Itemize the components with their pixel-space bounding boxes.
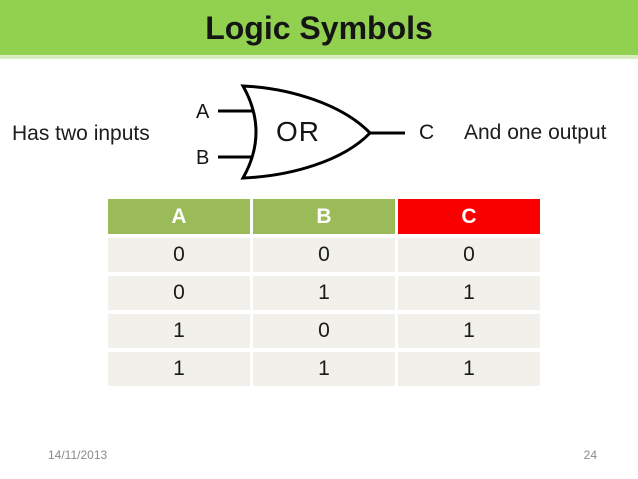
table-cell: 1	[398, 352, 540, 386]
table-cell: 0	[398, 238, 540, 272]
table-row: 0 1 1	[108, 276, 540, 310]
table-cell: 1	[108, 352, 250, 386]
caption-inputs: Has two inputs	[12, 122, 150, 145]
truth-table-header-row: A B C	[108, 199, 540, 234]
caption-output: And one output	[464, 121, 607, 144]
column-header-a: A	[108, 199, 250, 234]
truth-table: A B C 0 0 0 0 1 1 1 0 1 1 1	[105, 195, 543, 390]
column-header-c: C	[398, 199, 540, 234]
title-bar: Logic Symbols	[0, 0, 638, 55]
or-gate-body	[240, 84, 373, 180]
table-cell: 0	[253, 238, 395, 272]
table-cell: 0	[108, 238, 250, 272]
column-header-b: B	[253, 199, 395, 234]
footer-date: 14/11/2013	[48, 448, 108, 462]
or-gate-symbol	[218, 84, 405, 180]
page-title: Logic Symbols	[205, 10, 433, 46]
gate-type-label: OR	[276, 116, 320, 147]
footer-page-number: 24	[583, 448, 597, 462]
title-bar-accent-strip	[0, 55, 638, 59]
table-cell: 1	[253, 352, 395, 386]
table-row: 1 0 1	[108, 314, 540, 348]
table-cell: 1	[253, 276, 395, 310]
gate-input-label-b: B	[196, 147, 210, 169]
gate-output-label: C	[419, 121, 435, 144]
gate-input-label-a: A	[196, 101, 210, 123]
table-cell: 1	[398, 314, 540, 348]
table-cell: 1	[108, 314, 250, 348]
table-cell: 1	[398, 276, 540, 310]
table-row: 0 0 0	[108, 238, 540, 272]
table-cell: 0	[253, 314, 395, 348]
table-cell: 0	[108, 276, 250, 310]
table-row: 1 1 1	[108, 352, 540, 386]
